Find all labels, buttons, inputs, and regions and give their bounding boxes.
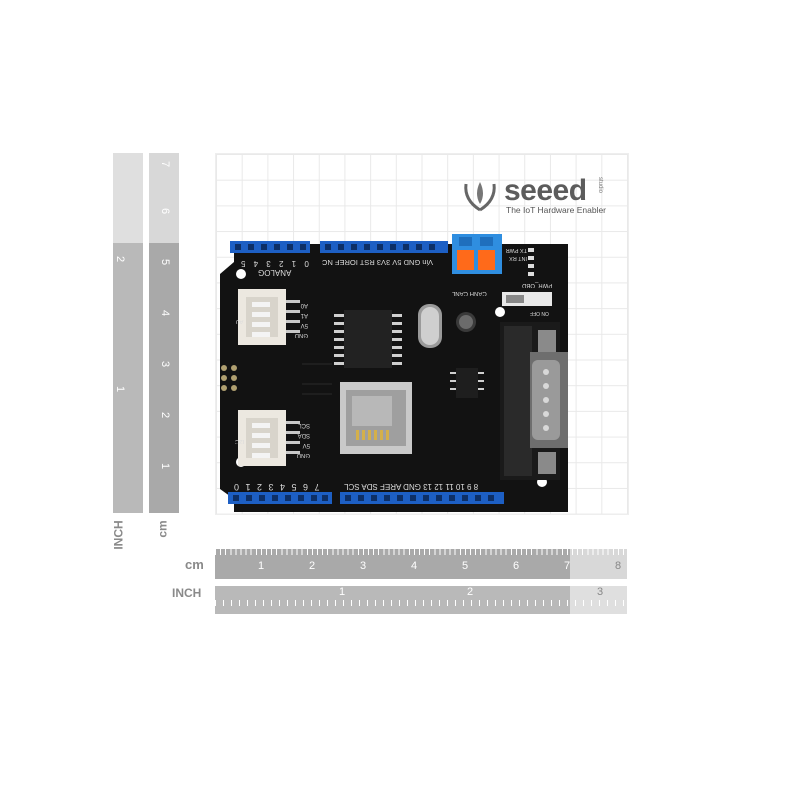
left-inch-label: INCH bbox=[111, 520, 126, 550]
cm-tick-3: 3 bbox=[360, 560, 367, 572]
logo-tagline: The IoT Hardware Enabler bbox=[506, 205, 607, 215]
inch-tick-1: 1 bbox=[339, 586, 346, 598]
seeed-logo: seeed studio The IoT Hardware Enabler bbox=[460, 174, 610, 218]
cm-tick-8: 8 bbox=[615, 560, 622, 572]
left-cm-tick-3: 3 bbox=[159, 360, 172, 368]
cm-tick-5: 5 bbox=[462, 560, 469, 572]
led-labels: INT RX TX PWR bbox=[505, 247, 527, 261]
ruler-fade-top bbox=[113, 153, 179, 243]
inch-ruler-ticks bbox=[215, 600, 627, 606]
left-cm-tick-5: 5 bbox=[159, 258, 172, 266]
switch-label: PWR_OBD bbox=[522, 282, 553, 288]
logo-small: studio bbox=[597, 176, 604, 194]
grove-i2c-tag: I2C bbox=[235, 438, 245, 444]
inch-tick-3: 3 bbox=[597, 586, 604, 598]
logo-brand: seeed bbox=[504, 174, 587, 207]
cm-tick-4: 4 bbox=[411, 560, 418, 572]
inch-tick-2: 2 bbox=[467, 586, 474, 598]
left-cm-tick-2: 2 bbox=[159, 411, 172, 419]
cm-ruler-ticks bbox=[215, 549, 627, 555]
top-header-left-label: 0 1 2 3 4 5 bbox=[238, 259, 309, 268]
analog-label: ANALOG bbox=[258, 268, 292, 277]
grove-uart-pin-labels: GND 5V A1 A0 bbox=[294, 302, 308, 338]
top-header-right-label: Vin GND 5V 3V3 RST IOREF NC bbox=[322, 258, 434, 267]
left-inch-tick-2: 2 bbox=[114, 255, 127, 263]
can-terminal-labels: CANH CANL bbox=[452, 290, 487, 296]
left-inch-tick-1: 1 bbox=[114, 385, 127, 393]
switch-sub-label: ON OFF bbox=[530, 310, 549, 316]
bottom-cm-label: cm bbox=[185, 557, 204, 572]
grove-uart-tag: A0 bbox=[236, 318, 244, 324]
cm-tick-1: 1 bbox=[258, 560, 265, 572]
bottom-header-right-label: 8 9 10 11 12 13 GND AREF SDA SCL bbox=[344, 482, 479, 491]
can-bus-shield-board bbox=[220, 234, 568, 512]
grove-i2c-pin-labels: GND 5V SDA SCL bbox=[296, 422, 310, 458]
left-cm-tick-6: 6 bbox=[159, 207, 172, 215]
cm-tick-7: 7 bbox=[564, 560, 571, 572]
cm-tick-2: 2 bbox=[309, 560, 316, 572]
cm-tick-6: 6 bbox=[513, 560, 520, 572]
left-cm-label: cm bbox=[155, 520, 170, 538]
left-cm-tick-7: 7 bbox=[159, 160, 172, 168]
seeed-leaf-icon bbox=[464, 182, 496, 212]
bottom-inch-label: INCH bbox=[172, 586, 202, 600]
left-cm-tick-1: 1 bbox=[159, 462, 172, 470]
left-cm-tick-4: 4 bbox=[159, 309, 172, 317]
bottom-header-left-label: 7 6 5 4 3 2 1 0 bbox=[232, 482, 320, 492]
